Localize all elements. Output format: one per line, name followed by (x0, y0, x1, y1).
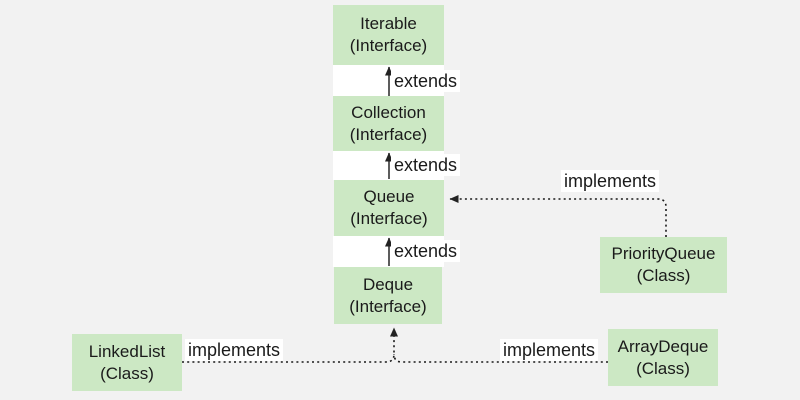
node-linkedlist: LinkedList (Class) (72, 334, 182, 391)
node-subtitle: (Class) (636, 358, 690, 378)
node-subtitle: (Interface) (349, 36, 428, 55)
node-arraydeque: ArrayDeque (Class) (608, 329, 718, 386)
node-title: ArrayDeque (617, 336, 709, 356)
edge-label-implements-linkedlist: implements (185, 339, 284, 361)
node-deque: Deque (Interface) (334, 267, 442, 324)
node-subtitle: (Interface) (350, 209, 428, 228)
node-iterable: Iterable (Interface) (333, 5, 444, 65)
implements-edge-priorityqueue-to-queue (449, 195, 667, 237)
node-collection: Collection (Interface) (333, 96, 444, 151)
node-title: Queue (363, 187, 415, 206)
node-subtitle: (Interface) (349, 296, 427, 316)
implements-edge-linkedlist-to-deque (182, 327, 398, 363)
node-subtitle: (Class) (100, 363, 154, 383)
node-title: LinkedList (88, 341, 166, 361)
node-subtitle: (Interface) (349, 124, 428, 144)
edge-label-implements-arraydeque: implements (500, 339, 599, 361)
node-title: PriorityQueue (611, 244, 716, 263)
node-title: Collection (351, 102, 426, 122)
edge-label-extends-1: extends (391, 70, 461, 92)
node-title: Iterable (360, 14, 417, 33)
node-subtitle: (Class) (636, 266, 691, 285)
edge-label-implements-priorityqueue: implements (560, 170, 660, 192)
edge-label-extends-3: extends (391, 240, 461, 262)
node-title: Deque (362, 274, 414, 294)
edge-label-extends-2: extends (391, 154, 461, 176)
node-queue: Queue (Interface) (334, 180, 444, 236)
node-priorityqueue: PriorityQueue (Class) (600, 237, 727, 293)
